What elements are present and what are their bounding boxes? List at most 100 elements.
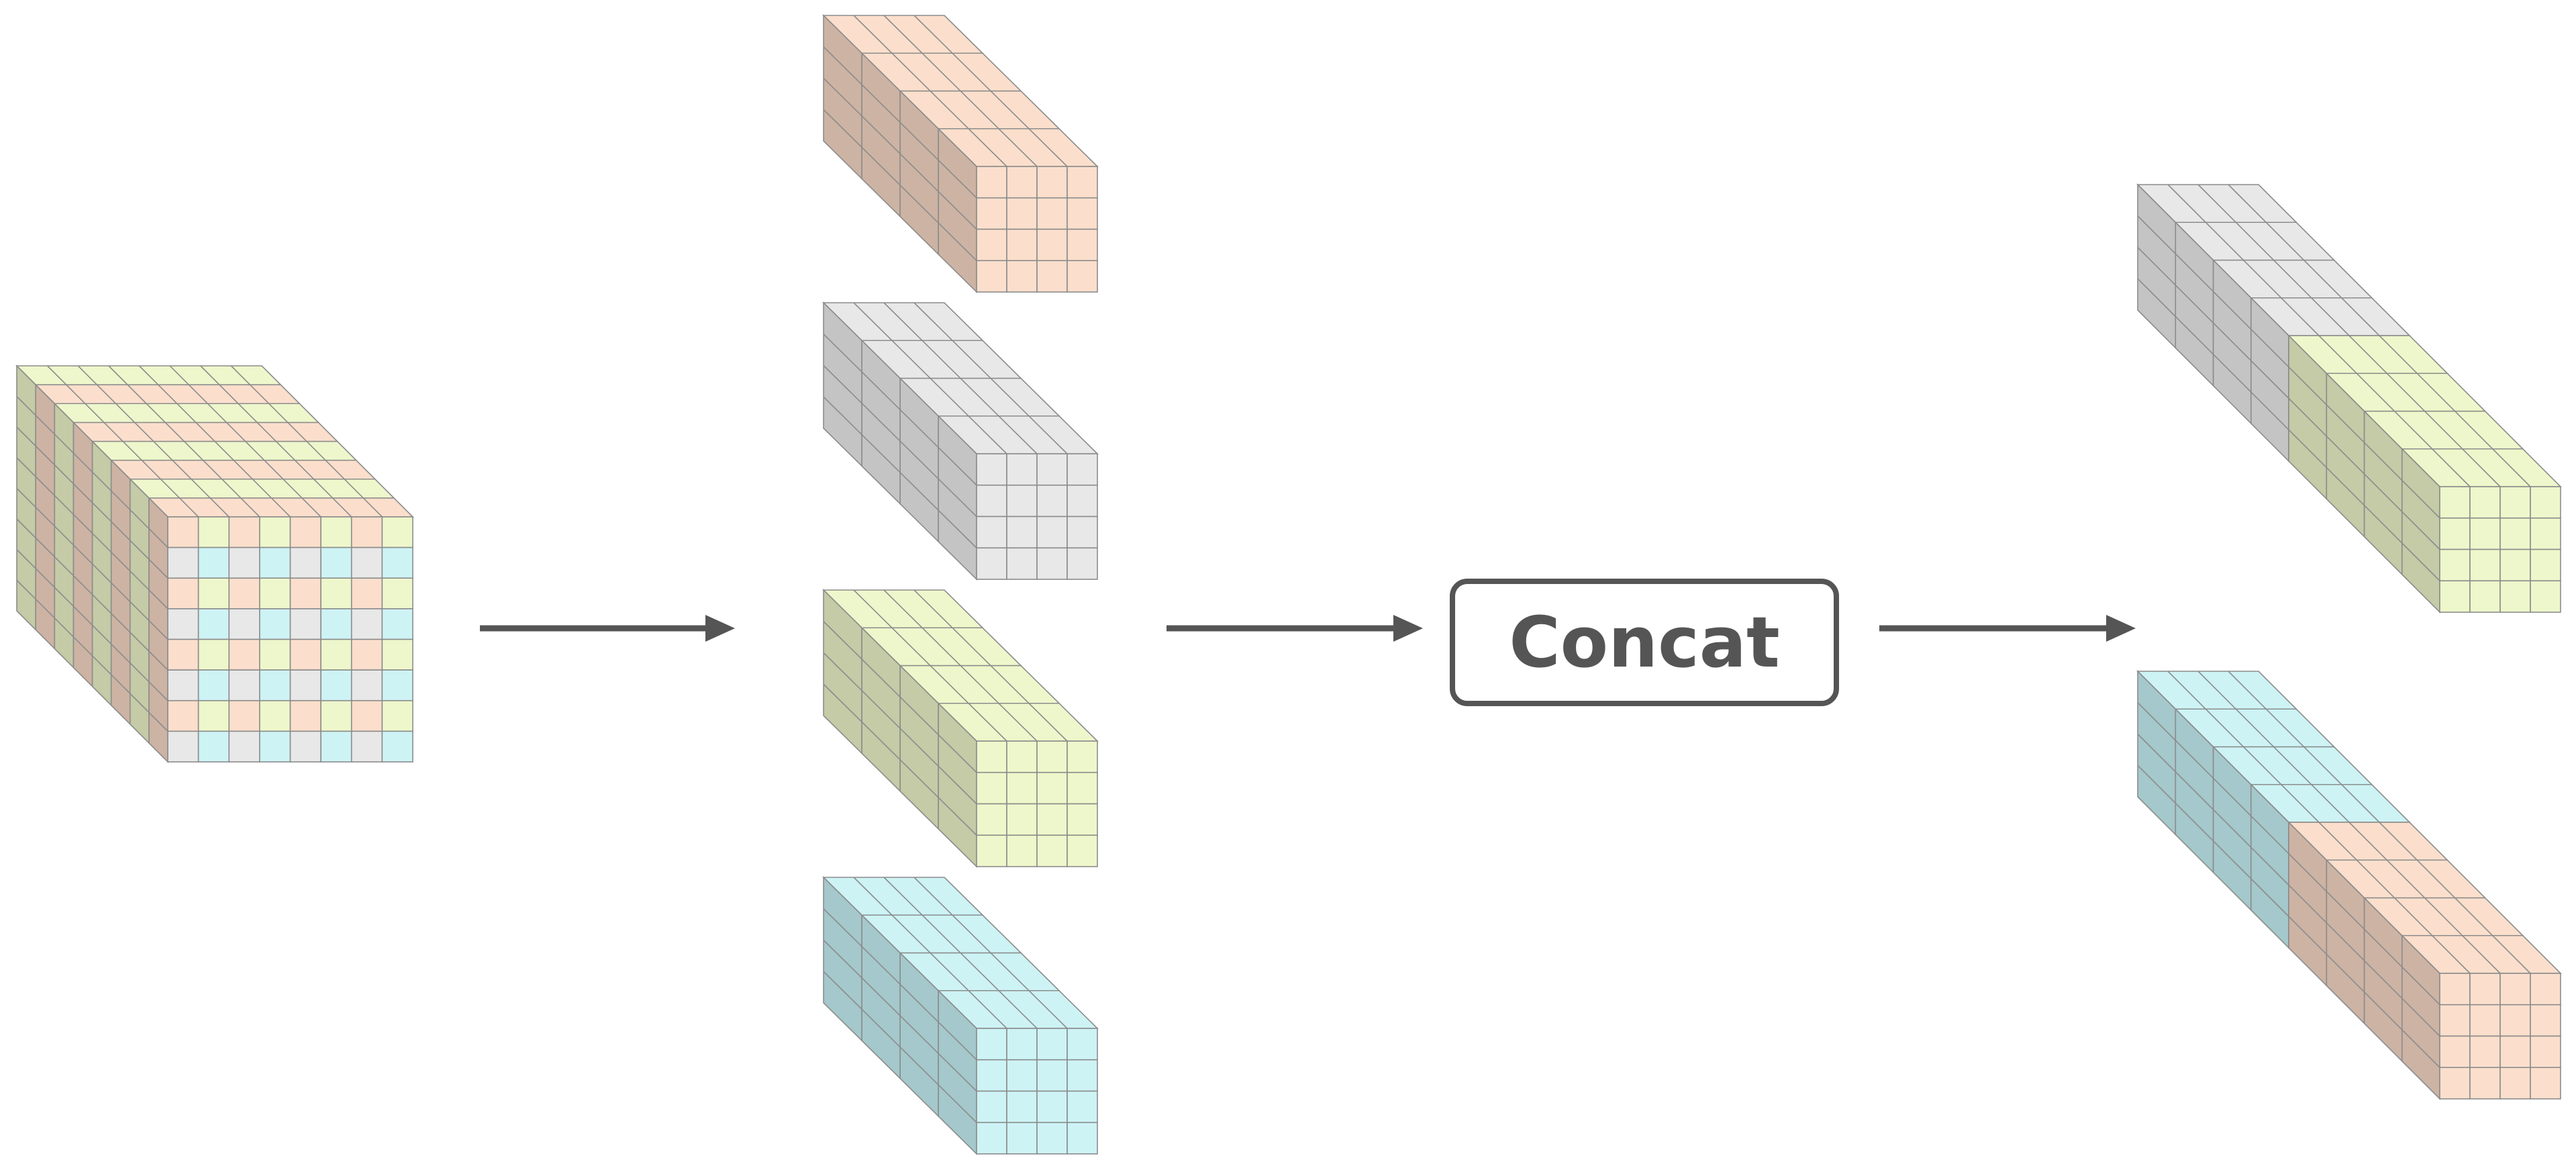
arrow-head xyxy=(705,615,735,642)
output-back-block-top-line xyxy=(2197,184,2350,336)
input-tensor-front-cell xyxy=(289,546,321,579)
arrows xyxy=(480,615,2136,642)
input-tensor-side-line xyxy=(16,579,168,732)
split-tensor-front-cell xyxy=(1036,771,1068,805)
input-tensor-side-line xyxy=(16,426,168,579)
split-tensor-front-cell xyxy=(1006,197,1038,230)
split-tensor-front-cell xyxy=(1036,547,1068,580)
split-tensor-front-cell xyxy=(1006,1028,1038,1061)
input-tensor-front-cell xyxy=(167,669,199,701)
split-tensor-front-cell xyxy=(1036,484,1068,518)
split-tensor-front-cell xyxy=(1067,803,1098,836)
input-tensor-side-line xyxy=(16,518,168,671)
split-tensor-top-line xyxy=(853,589,1007,742)
split-tensor-lime xyxy=(822,589,1099,868)
split-tensor-front-cell xyxy=(1006,484,1038,518)
output-front-block-front-cell xyxy=(2469,1004,2501,1037)
split-tensor-front-cell xyxy=(1036,516,1068,549)
input-tensor-front-cell xyxy=(259,608,291,640)
input-tensor-front-cell xyxy=(289,516,321,548)
output-front-block-top-line xyxy=(2348,335,2501,487)
split-tensor-front-cell xyxy=(976,228,1007,262)
split-tensor-front-cell xyxy=(1036,803,1068,836)
input-tensor-front-cell xyxy=(381,669,413,701)
split-tensor-front-cell xyxy=(1006,1122,1038,1155)
output-front-block-front-cell xyxy=(2530,1067,2561,1100)
output-front-block-front-cell xyxy=(2530,580,2561,613)
input-tensor-front-cell xyxy=(350,730,383,763)
input-tensor-top-line xyxy=(169,365,321,518)
input-tensor-front-cell xyxy=(167,577,199,610)
output-front-block-front-cell xyxy=(2439,1035,2471,1069)
input-tensor-front-cell xyxy=(381,730,413,763)
split-tensor-side-line xyxy=(823,364,977,518)
split-tensor-side-line xyxy=(823,621,977,773)
split-tensor-front-cell xyxy=(1006,453,1038,486)
input-tensor-front-cell xyxy=(289,638,321,671)
input-tensor-front-cell xyxy=(259,669,291,701)
split-tensor-front-cell xyxy=(1006,228,1038,262)
output-front-block-front-cell xyxy=(2439,517,2471,550)
output-front-block-front-cell xyxy=(2469,580,2501,613)
split-tensor-front-cell xyxy=(1067,516,1098,549)
split-tensor-front-cell xyxy=(1036,1122,1068,1155)
split-tensor-top-line xyxy=(883,15,1038,167)
input-tensor-front-cell xyxy=(167,516,199,548)
split-tensor-side-line xyxy=(823,396,977,548)
input-tensor-front-cell xyxy=(228,516,260,548)
concat-label: Concat xyxy=(1509,601,1780,683)
split-tensor-front-cell xyxy=(1067,1028,1098,1061)
output-back-block-side-line xyxy=(2137,215,2289,368)
input-tensor-front-cell xyxy=(197,546,230,579)
input-tensor-front-cell xyxy=(381,546,413,579)
output-front-block-front-cell xyxy=(2499,517,2531,550)
output-front-block-front-cell xyxy=(2469,1035,2501,1069)
output-front-block-front-cell xyxy=(2439,580,2471,613)
split-tensor-front-cell xyxy=(1036,1028,1068,1061)
input-tensor-front-cell xyxy=(381,638,413,671)
split-tensor-front-cell xyxy=(1006,260,1038,293)
arrow-head xyxy=(1393,615,1423,642)
output-front-block-front-cell xyxy=(2530,486,2561,519)
input-tensor-front-cell xyxy=(197,730,230,763)
input-tensor-front-cell xyxy=(289,669,321,701)
split-tensor-front-cell xyxy=(1006,516,1038,549)
input-tensor-front-cell xyxy=(381,577,413,610)
input-tensor-front-cell xyxy=(320,638,352,671)
input-tensor-front-cell xyxy=(381,516,413,548)
input-tensor-front-cell xyxy=(228,699,260,732)
output-front-block-front-cell xyxy=(2469,1067,2501,1100)
input-tensor-front-cell xyxy=(197,577,230,610)
split-tensors xyxy=(822,14,1099,1155)
split-tensor-top-line xyxy=(883,302,1038,454)
split-tensor-front-cell xyxy=(976,484,1007,518)
input-tensor-front-cell xyxy=(197,638,230,671)
split-tensor-side-line xyxy=(823,908,977,1061)
input-tensor-front-cell xyxy=(228,608,260,640)
split-tensor-front-cell xyxy=(1036,1090,1068,1124)
output-back-block-top-line xyxy=(2228,671,2380,823)
output-back-block-top-line xyxy=(2167,671,2320,823)
output-front-block-front-cell xyxy=(2439,1067,2471,1100)
input-tensor-front-cell xyxy=(259,730,291,763)
input-tensor-front-cell xyxy=(350,516,383,548)
output-front-block-front-cell xyxy=(2499,1004,2531,1037)
split-tensor-side-line xyxy=(823,939,977,1092)
output-front-block-side-line xyxy=(2288,916,2440,1068)
input-tensor-front-cell xyxy=(167,699,199,732)
split-tensor-side-line xyxy=(823,971,977,1123)
output-back-block-top-line xyxy=(2167,184,2320,336)
input-tensor-side-line xyxy=(16,487,168,640)
input-tensor-front-cell xyxy=(320,546,352,579)
split-tensor-front-cell xyxy=(1036,197,1068,230)
split-tensor-side-line xyxy=(823,46,977,199)
input-tensor-side-line xyxy=(16,549,168,701)
split-tensor-front-cell xyxy=(1036,453,1068,486)
split-tensor-top-line xyxy=(853,302,1007,454)
split-tensor-front-cell xyxy=(976,1059,1007,1092)
input-tensor-front-cell xyxy=(350,699,383,732)
input-tensor-front-cell xyxy=(350,577,383,610)
split-tensor-side-line xyxy=(823,334,977,486)
input-tensor-front-cell xyxy=(350,638,383,671)
input-tensor-front-cell xyxy=(228,577,260,610)
